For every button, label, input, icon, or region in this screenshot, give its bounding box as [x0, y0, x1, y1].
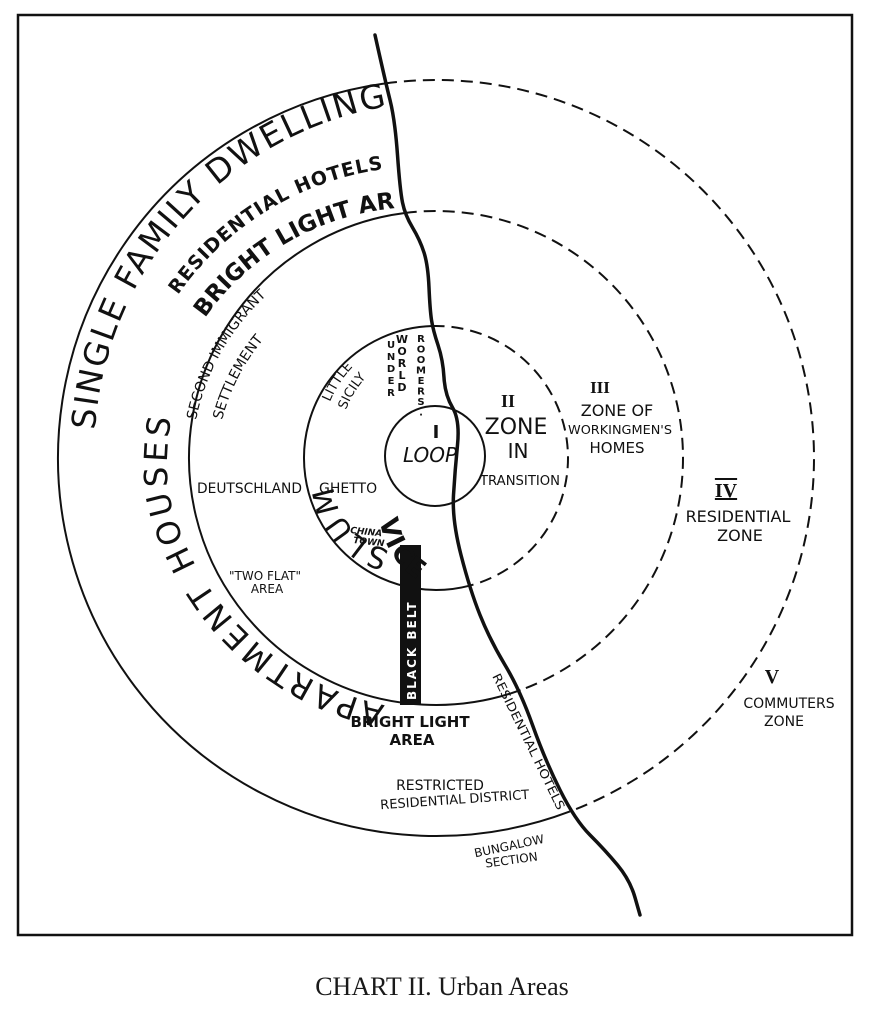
ghetto-label: GHETTO	[319, 481, 377, 497]
roomers-char: S	[417, 397, 424, 408]
zone-3-name-line-3: HOMES	[589, 439, 644, 457]
river-line	[373, 33, 642, 917]
underworld-under-char: N	[387, 352, 395, 363]
zone-5-name-line-2: ZONE	[764, 714, 804, 730]
underworld-under-char: E	[388, 376, 395, 387]
zone-5-numeral: V	[765, 666, 780, 688]
zone-4-numeral: IV	[715, 480, 738, 502]
chart-caption: CHART II. Urban Areas	[315, 972, 569, 1001]
bright-light-bottom-label-1: BRIGHT LIGHT	[350, 713, 470, 731]
black-belt-bar: BLACK BELT	[400, 545, 421, 705]
zone-4-name-line-2: ZONE	[717, 526, 763, 545]
ring-3-east-dashed	[404, 210, 684, 692]
underworld-world-char: D	[397, 381, 406, 394]
restricted-label-1: RESTRICTED	[396, 778, 484, 794]
china-town-label-2: TOWN	[353, 536, 386, 549]
zone-5-name-line-1: COMMUTERS	[743, 696, 834, 712]
underworld-world-char: R	[398, 357, 407, 370]
zone-rings	[57, 79, 815, 837]
zone-1-name: LOOP	[403, 443, 458, 467]
underworld-under-char: D	[387, 364, 395, 375]
roomers-char: R	[417, 334, 425, 345]
chart-frame	[16, 13, 854, 937]
ring-4-east-dashed	[384, 79, 815, 813]
black-belt-label: BLACK BELT	[405, 600, 419, 700]
zone-1-numeral: I	[433, 422, 440, 443]
ring-4-west-solid	[57, 82, 571, 837]
roomers-char: O	[417, 345, 426, 356]
zone-4-name-line-1: RESIDENTIAL	[686, 507, 791, 526]
zone-3-name-line-1: ZONE OF	[581, 401, 654, 420]
ring-2-east-dashed	[432, 325, 569, 587]
roomers-char: E	[418, 376, 425, 387]
roomers-char: .	[419, 408, 423, 419]
underworld-world-char: O	[397, 345, 406, 358]
zone-2-name-line-2: IN	[508, 439, 529, 463]
underworld-under-char: U	[387, 340, 395, 351]
zone-2-numeral: II	[501, 391, 515, 411]
zone-3-name-line-2: WORKINGMEN'S	[568, 423, 672, 437]
bright-light-bottom-label-2: AREA	[389, 731, 434, 749]
ring-3-west-solid	[188, 211, 521, 706]
roomers-char: M	[416, 366, 426, 377]
zone-2-name-line-1: ZONE	[485, 415, 548, 440]
roomers-char: R	[417, 387, 425, 398]
underworld-under-char: R	[387, 388, 395, 399]
two-flat-label-2: AREA	[251, 582, 284, 596]
underworld-world-char: W	[396, 333, 408, 346]
two-flat-label-1: "TWO FLAT"	[229, 569, 301, 583]
china-town-label-1: CHINA	[350, 526, 383, 539]
roomers-char: O	[417, 355, 426, 366]
deutschland-label: DEUTSCHLAND	[197, 481, 302, 497]
zone-3-numeral: III	[590, 378, 610, 397]
ring-1	[384, 405, 486, 507]
underworld-world-char: L	[398, 369, 405, 382]
zone-2-name-line-3: TRANSITION	[479, 474, 560, 489]
